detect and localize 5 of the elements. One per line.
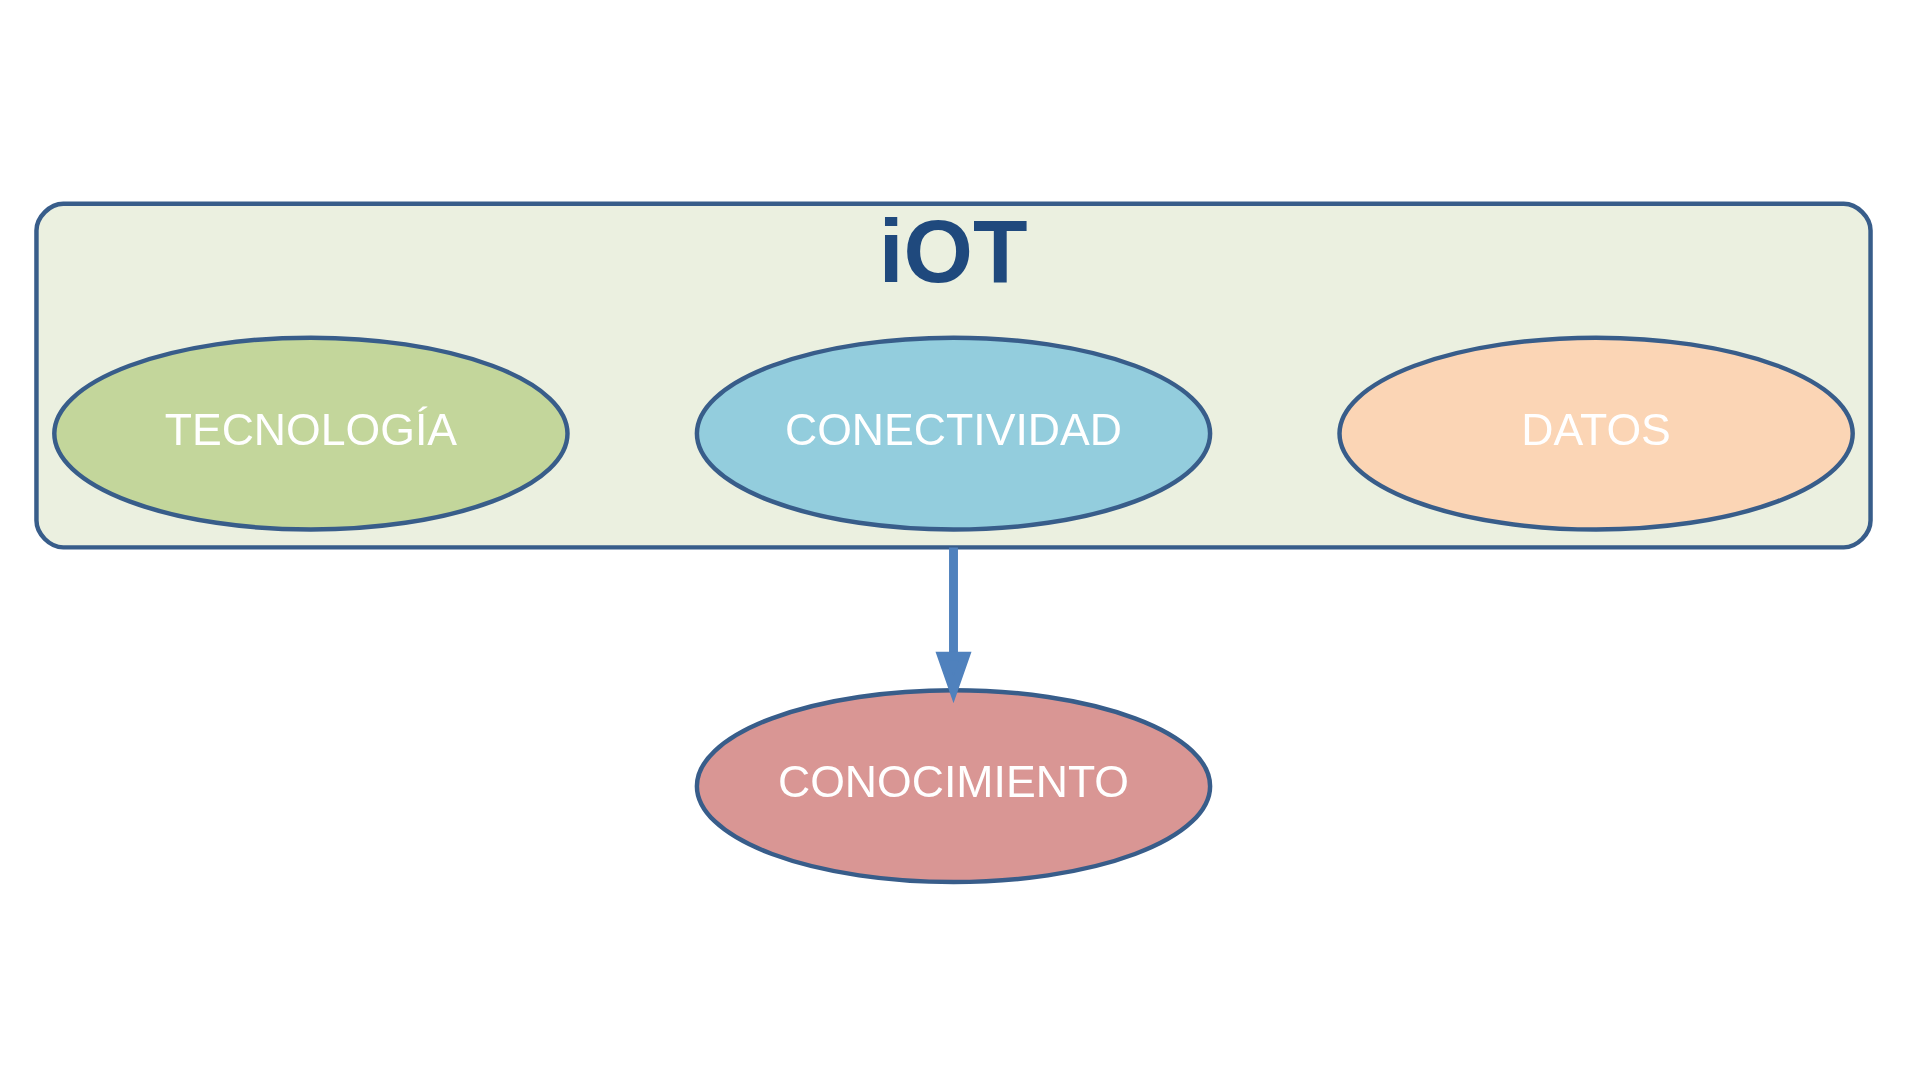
node-ellipse: TECNOLOGÍA (51, 334, 570, 532)
arrow (935, 546, 971, 703)
node-ellipse: CONOCIMIENTO (694, 687, 1212, 884)
node-ellipse: CONECTIVIDAD (694, 334, 1212, 532)
node-ellipse: DATOS (1336, 334, 1855, 532)
